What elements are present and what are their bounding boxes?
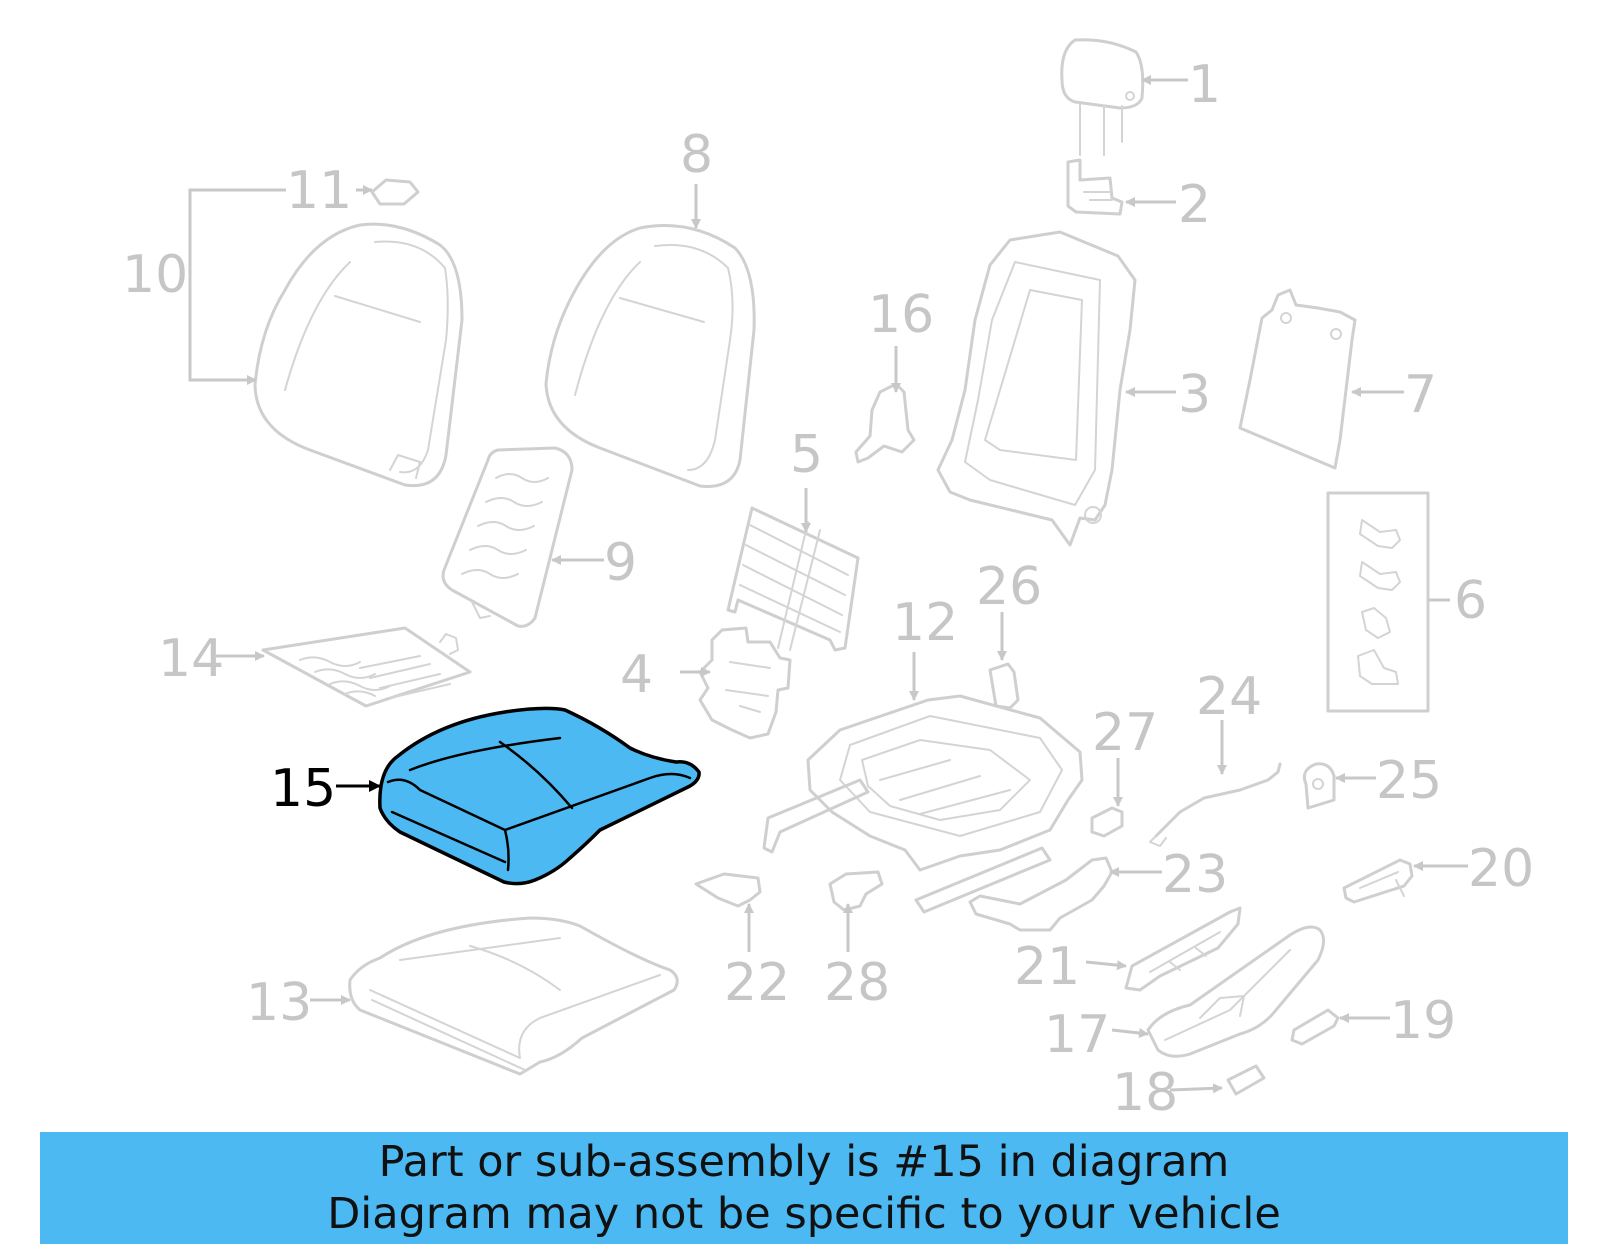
- part-21-switch-bracket[interactable]: [1124, 906, 1242, 992]
- callout-20[interactable]: 20: [1468, 839, 1534, 899]
- callout-28[interactable]: 28: [824, 953, 890, 1013]
- part-26-clip[interactable]: [988, 662, 1020, 710]
- callout-21[interactable]: 21: [1014, 937, 1080, 997]
- banner-line-disclaimer: Diagram may not be specific to your vehi…: [327, 1189, 1281, 1239]
- callout-26[interactable]: 26: [976, 557, 1042, 617]
- part-22-clip[interactable]: [694, 872, 762, 908]
- callout-3[interactable]: 3: [1178, 365, 1211, 425]
- callout-19[interactable]: 19: [1390, 991, 1456, 1051]
- callout-5[interactable]: 5: [790, 425, 823, 485]
- callout-25[interactable]: 25: [1376, 751, 1442, 811]
- callout-11[interactable]: 11: [286, 161, 352, 221]
- seat-parts-diagram: 1 2 3 4 5 6 7 8 9 10 11 12 13 14 15 16 1…: [122, 38, 1534, 1120]
- callout-18[interactable]: 18: [1112, 1063, 1178, 1120]
- banner-line-part-number: Part or sub-assembly is #15 in diagram: [378, 1137, 1230, 1187]
- part-23-recliner-cover[interactable]: [968, 856, 1114, 932]
- part-28-clip[interactable]: [828, 870, 884, 912]
- part-20-lever[interactable]: [1342, 858, 1414, 904]
- callout-27[interactable]: 27: [1092, 703, 1158, 763]
- part-6-hardware-set[interactable]: [1326, 491, 1430, 713]
- callout-17[interactable]: 17: [1044, 1005, 1110, 1065]
- part-15-seat-cushion-pad[interactable]: [378, 706, 701, 886]
- callout-24[interactable]: 24: [1196, 667, 1262, 727]
- part-10-seatback-assembly[interactable]: [253, 222, 464, 488]
- part-27-clip[interactable]: [1090, 806, 1124, 838]
- callout-4[interactable]: 4: [620, 645, 653, 705]
- callout-22[interactable]: 22: [724, 953, 790, 1013]
- part-13-seat-cushion-assembly[interactable]: [348, 916, 679, 1076]
- callout-8[interactable]: 8: [680, 125, 713, 185]
- part-14-heater-mat[interactable]: [261, 626, 472, 708]
- part-16-bracket[interactable]: [854, 382, 916, 464]
- part-5-lumbar-mat[interactable]: [726, 506, 860, 652]
- part-3-seatback-frame[interactable]: [936, 230, 1137, 547]
- callout-7[interactable]: 7: [1404, 365, 1437, 425]
- callout-9[interactable]: 9: [604, 533, 637, 593]
- part-24-cable[interactable]: [1149, 762, 1282, 847]
- info-banner: Part or sub-assembly is #15 in diagram D…: [40, 1132, 1568, 1244]
- part-12-seat-frame[interactable]: [762, 694, 1084, 914]
- callout-14[interactable]: 14: [158, 629, 224, 689]
- callout-2[interactable]: 2: [1178, 175, 1211, 235]
- part-7-back-board[interactable]: [1238, 288, 1357, 470]
- callout-10[interactable]: 10: [122, 245, 188, 305]
- callout-23[interactable]: 23: [1162, 845, 1228, 905]
- part-18-knob[interactable]: [1226, 1064, 1266, 1096]
- callout-13[interactable]: 13: [246, 973, 312, 1033]
- callout-12[interactable]: 12: [892, 593, 958, 653]
- callout-1[interactable]: 1: [1188, 55, 1221, 115]
- callout-6[interactable]: 6: [1454, 571, 1487, 631]
- part-19-cover[interactable]: [1290, 1008, 1340, 1046]
- part-2-headrest-guide[interactable]: [1066, 158, 1124, 216]
- part-4-lumbar-bracket[interactable]: [698, 626, 792, 740]
- callout-15-highlighted[interactable]: 15: [270, 759, 336, 819]
- part-11-clip[interactable]: [370, 178, 420, 206]
- part-9-back-pad[interactable]: [441, 446, 574, 628]
- part-17-side-shield[interactable]: [1146, 925, 1325, 1058]
- part-8-seatback-cover[interactable]: [544, 224, 756, 488]
- part-1-headrest[interactable]: [1060, 38, 1145, 156]
- part-25-bushing[interactable]: [1302, 762, 1336, 810]
- leader-lines: [188, 75, 1468, 1094]
- callout-labels: 1 2 3 4 5 6 7 8 9 10 11 12 13 14 15 16 1…: [122, 55, 1534, 1120]
- callout-16[interactable]: 16: [868, 285, 934, 345]
